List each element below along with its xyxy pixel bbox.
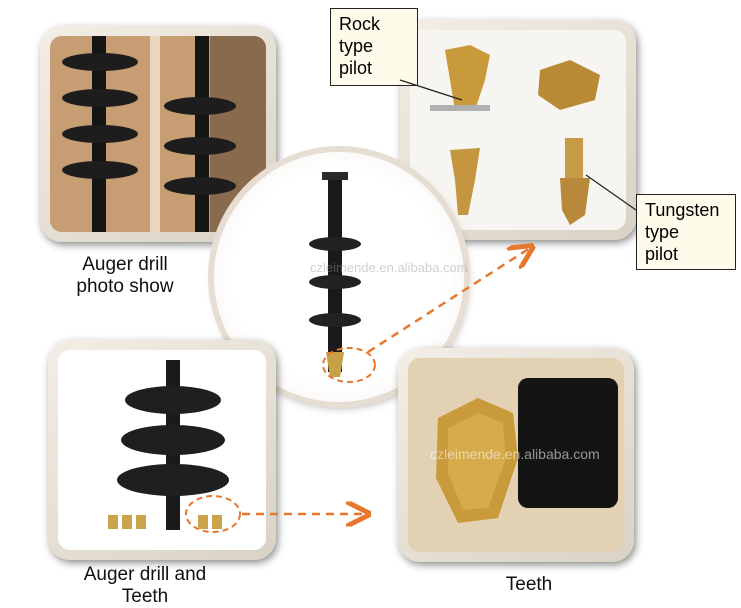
- auger-teeth-image: [58, 350, 266, 550]
- teeth-image: czleimende.en.alibaba.com: [408, 358, 624, 552]
- teeth-frame: czleimende.en.alibaba.com: [398, 348, 634, 562]
- auger-teeth-drawing: [108, 360, 229, 530]
- auger-teeth-frame: [48, 340, 276, 560]
- center-watermark: czleimende.en.alibaba.com: [310, 260, 468, 275]
- caption-auger-photo: Auger drill photo show: [76, 254, 174, 297]
- caption-teeth: Teeth: [505, 574, 553, 595]
- center-auger-drawing: [309, 172, 361, 377]
- auger-photo-image: [50, 36, 266, 232]
- auger-photo-drawing: [50, 36, 266, 232]
- teeth-watermark: czleimende.en.alibaba.com: [430, 446, 600, 462]
- caption-auger-teeth: Auger drill and Teeth: [83, 564, 207, 607]
- pilot-drawing: [430, 45, 600, 225]
- callout-tungsten-pilot: Tungsten type pilot: [636, 194, 736, 270]
- auger-photo-frame: [40, 26, 276, 242]
- teeth-drawing: [408, 358, 624, 552]
- callout-rock-pilot: Rock type pilot: [330, 8, 418, 86]
